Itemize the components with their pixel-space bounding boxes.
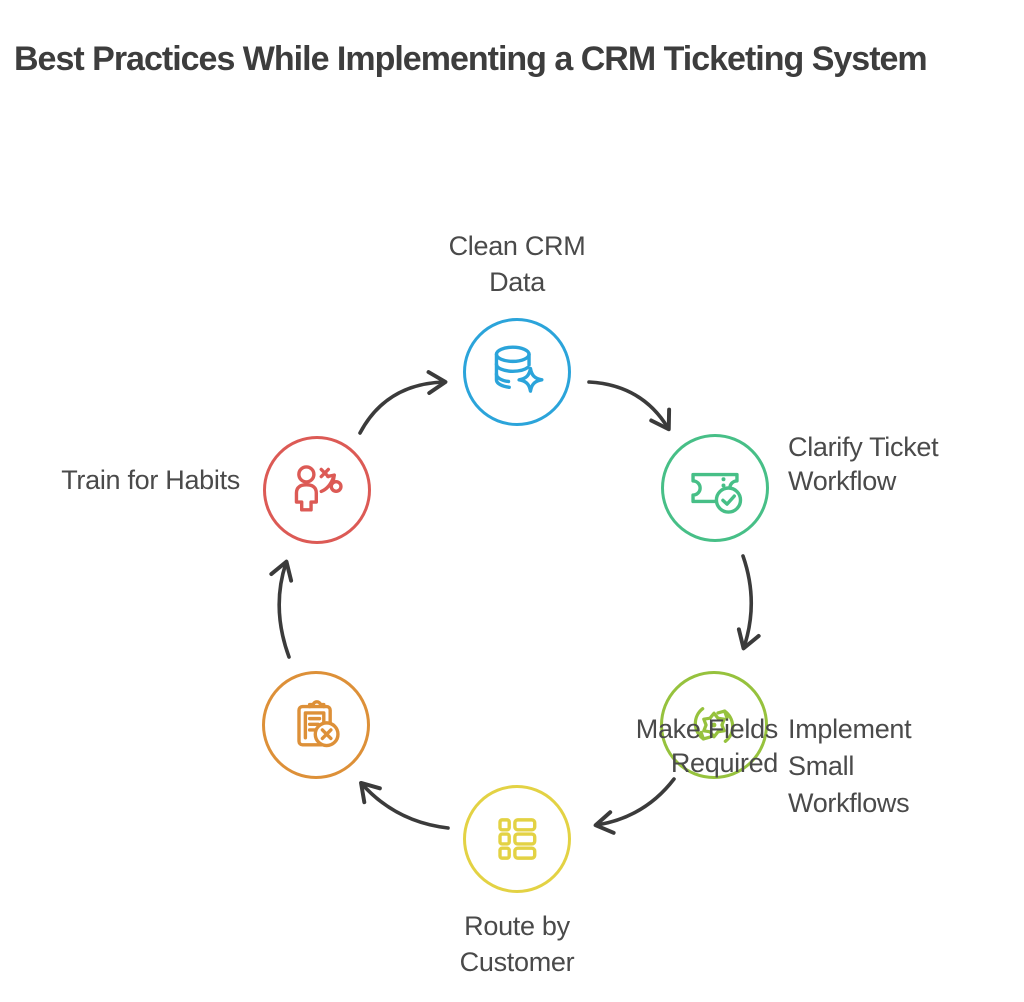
- person-strategy-icon: [294, 465, 343, 512]
- step-circle-train-for-habits: [263, 436, 371, 544]
- step-label-implement-small-workflows: Implement Small Workflows: [788, 714, 912, 818]
- arrow-route-to-makefields: [359, 780, 450, 830]
- arrow-train-to-clean: [358, 370, 448, 435]
- step-circle-clean-crm-data: [463, 318, 571, 426]
- step-label-make-fields-required: Make Fields Required: [635, 714, 779, 778]
- step-circle-make-fields-required: [262, 671, 370, 779]
- database-sparkle-icon: [494, 345, 544, 393]
- arrow-clarify-to-implement: [736, 554, 761, 651]
- page-title: Best Practices While Implementing a CRM …: [14, 40, 928, 78]
- step-circle-route-by-customer: [463, 785, 571, 893]
- step-label-clarify-ticket-workflow: Clarify Ticket Workflow: [788, 432, 939, 496]
- arrow-implement-to-route: [593, 777, 676, 835]
- arrow-makefields-to-train: [269, 559, 294, 659]
- list-menu-icon: [498, 818, 537, 860]
- step-circle-implement-small-workflows: [660, 671, 768, 779]
- arrow-clean-to-clarify: [587, 380, 672, 432]
- step-label-route-by-customer: Route by Customer: [459, 911, 575, 977]
- clipboard-x-icon: [297, 700, 340, 748]
- step-circle-clarify-ticket-workflow: [661, 434, 769, 542]
- ticket-check-icon: [691, 472, 743, 514]
- step-label-train-for-habits: Train for Habits: [61, 465, 240, 495]
- step-label-clean-crm-data: Clean CRM Data: [448, 231, 586, 297]
- gear-cycle-icon: [693, 707, 735, 743]
